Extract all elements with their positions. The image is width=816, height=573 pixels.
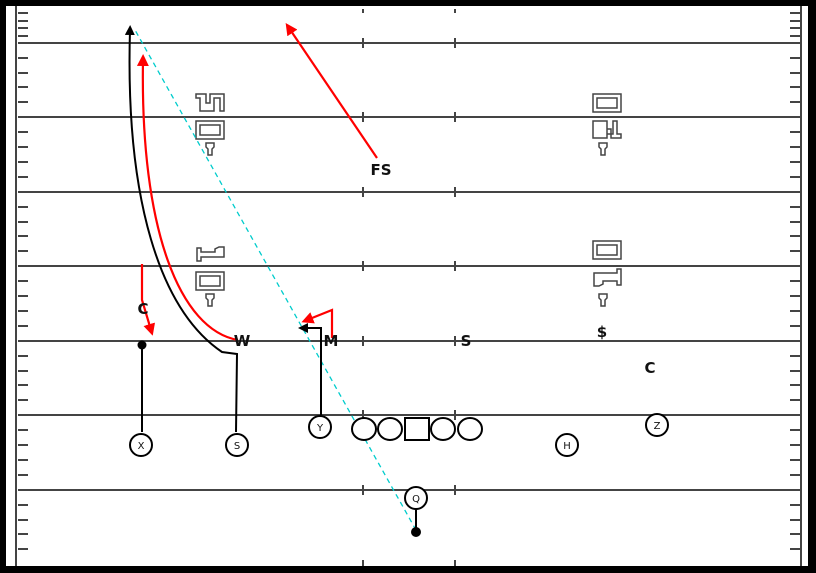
svg-text:S: S	[234, 441, 240, 452]
defender-fs: FS	[370, 161, 391, 179]
hash-marks	[362, 9, 456, 566]
route-m	[301, 308, 334, 338]
route-y-out	[298, 323, 322, 415]
lineman-center	[404, 417, 430, 441]
route-s-wheel	[124, 25, 239, 433]
offense-player-q: Q	[404, 486, 428, 510]
offense-player-h: H	[555, 433, 579, 457]
yard-number-left-10	[195, 246, 225, 307]
defender-m: M	[324, 332, 339, 350]
svg-text:X: X	[138, 441, 145, 452]
offense-routes	[124, 25, 421, 537]
lineman-lt	[351, 417, 377, 441]
svg-text:Z: Z	[654, 421, 661, 432]
offense-player-s: S	[225, 433, 249, 457]
defense-routes	[136, 23, 378, 342]
sideline-ticks	[18, 12, 800, 550]
yard-number-right-10	[592, 240, 622, 307]
route-x-endpoint	[137, 340, 147, 350]
lineman-rt	[457, 417, 483, 441]
defender-dollar: $	[597, 323, 607, 341]
defense-players: FS C W M S $ C	[137, 161, 655, 377]
svg-text:Q: Q	[412, 494, 420, 505]
lineman-rg	[430, 417, 456, 441]
pass-line	[134, 29, 417, 531]
route-c	[140, 264, 156, 336]
lineman-lg	[377, 417, 403, 441]
defender-w: W	[234, 332, 251, 350]
svg-text:Y: Y	[316, 423, 324, 434]
yard-number-right-20	[592, 93, 622, 156]
defender-s: S	[461, 332, 472, 350]
offense-player-y: Y	[308, 415, 332, 439]
defender-c: C	[644, 359, 655, 377]
defender-c: C	[137, 300, 148, 318]
offense-players: X S Y H Z Q	[129, 413, 669, 510]
route-w	[136, 54, 239, 342]
route-fs	[285, 23, 378, 159]
offense-player-x: X	[129, 433, 153, 457]
offense-player-z: Z	[645, 413, 669, 437]
svg-text:H: H	[563, 441, 571, 452]
route-q-endpoint	[411, 527, 421, 537]
yard-number-left-20	[195, 93, 225, 156]
offensive-line	[351, 417, 483, 441]
